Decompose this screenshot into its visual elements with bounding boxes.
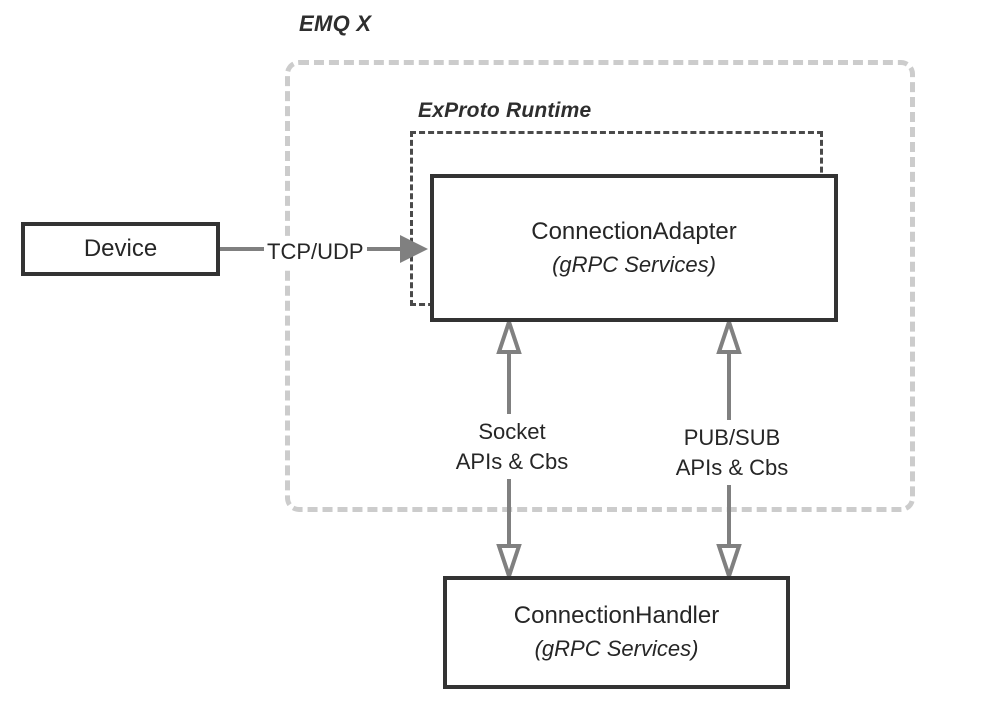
device-node[interactable]: Device [21, 222, 220, 276]
connection-handler-subtitle: (gRPC Services) [534, 636, 699, 662]
connection-adapter-title: ConnectionAdapter [531, 217, 737, 245]
exproto-runtime-label: ExProto Runtime [418, 99, 592, 122]
edge-label-socket-apis: Socket APIs & Cbs [440, 414, 584, 480]
connection-handler-title: ConnectionHandler [513, 602, 720, 630]
edge-label-pubsub-apis: PUB/SUB APIs & Cbs [660, 420, 804, 486]
arrowhead-open-down [496, 544, 522, 583]
edge-label-tcp-udp: TCP/UDP [264, 236, 367, 268]
emqx-container-label: EMQ X [299, 11, 372, 36]
edge-label-pubsub-line1: PUB/SUB [683, 425, 781, 450]
device-node-title: Device [83, 235, 158, 262]
arrowhead-open-down [716, 544, 742, 583]
edge-label-pubsub-line2: APIs & Cbs [675, 454, 789, 480]
connection-adapter-subtitle: (gRPC Services) [552, 251, 716, 277]
connection-adapter-node[interactable]: ConnectionAdapter (gRPC Services) [430, 174, 838, 322]
emqx-container [285, 60, 915, 512]
connection-handler-node[interactable]: ConnectionHandler (gRPC Services) [443, 576, 790, 689]
edge-label-socket-line2: APIs & Cbs [455, 448, 569, 474]
edge-label-socket-line1: Socket [478, 419, 546, 444]
